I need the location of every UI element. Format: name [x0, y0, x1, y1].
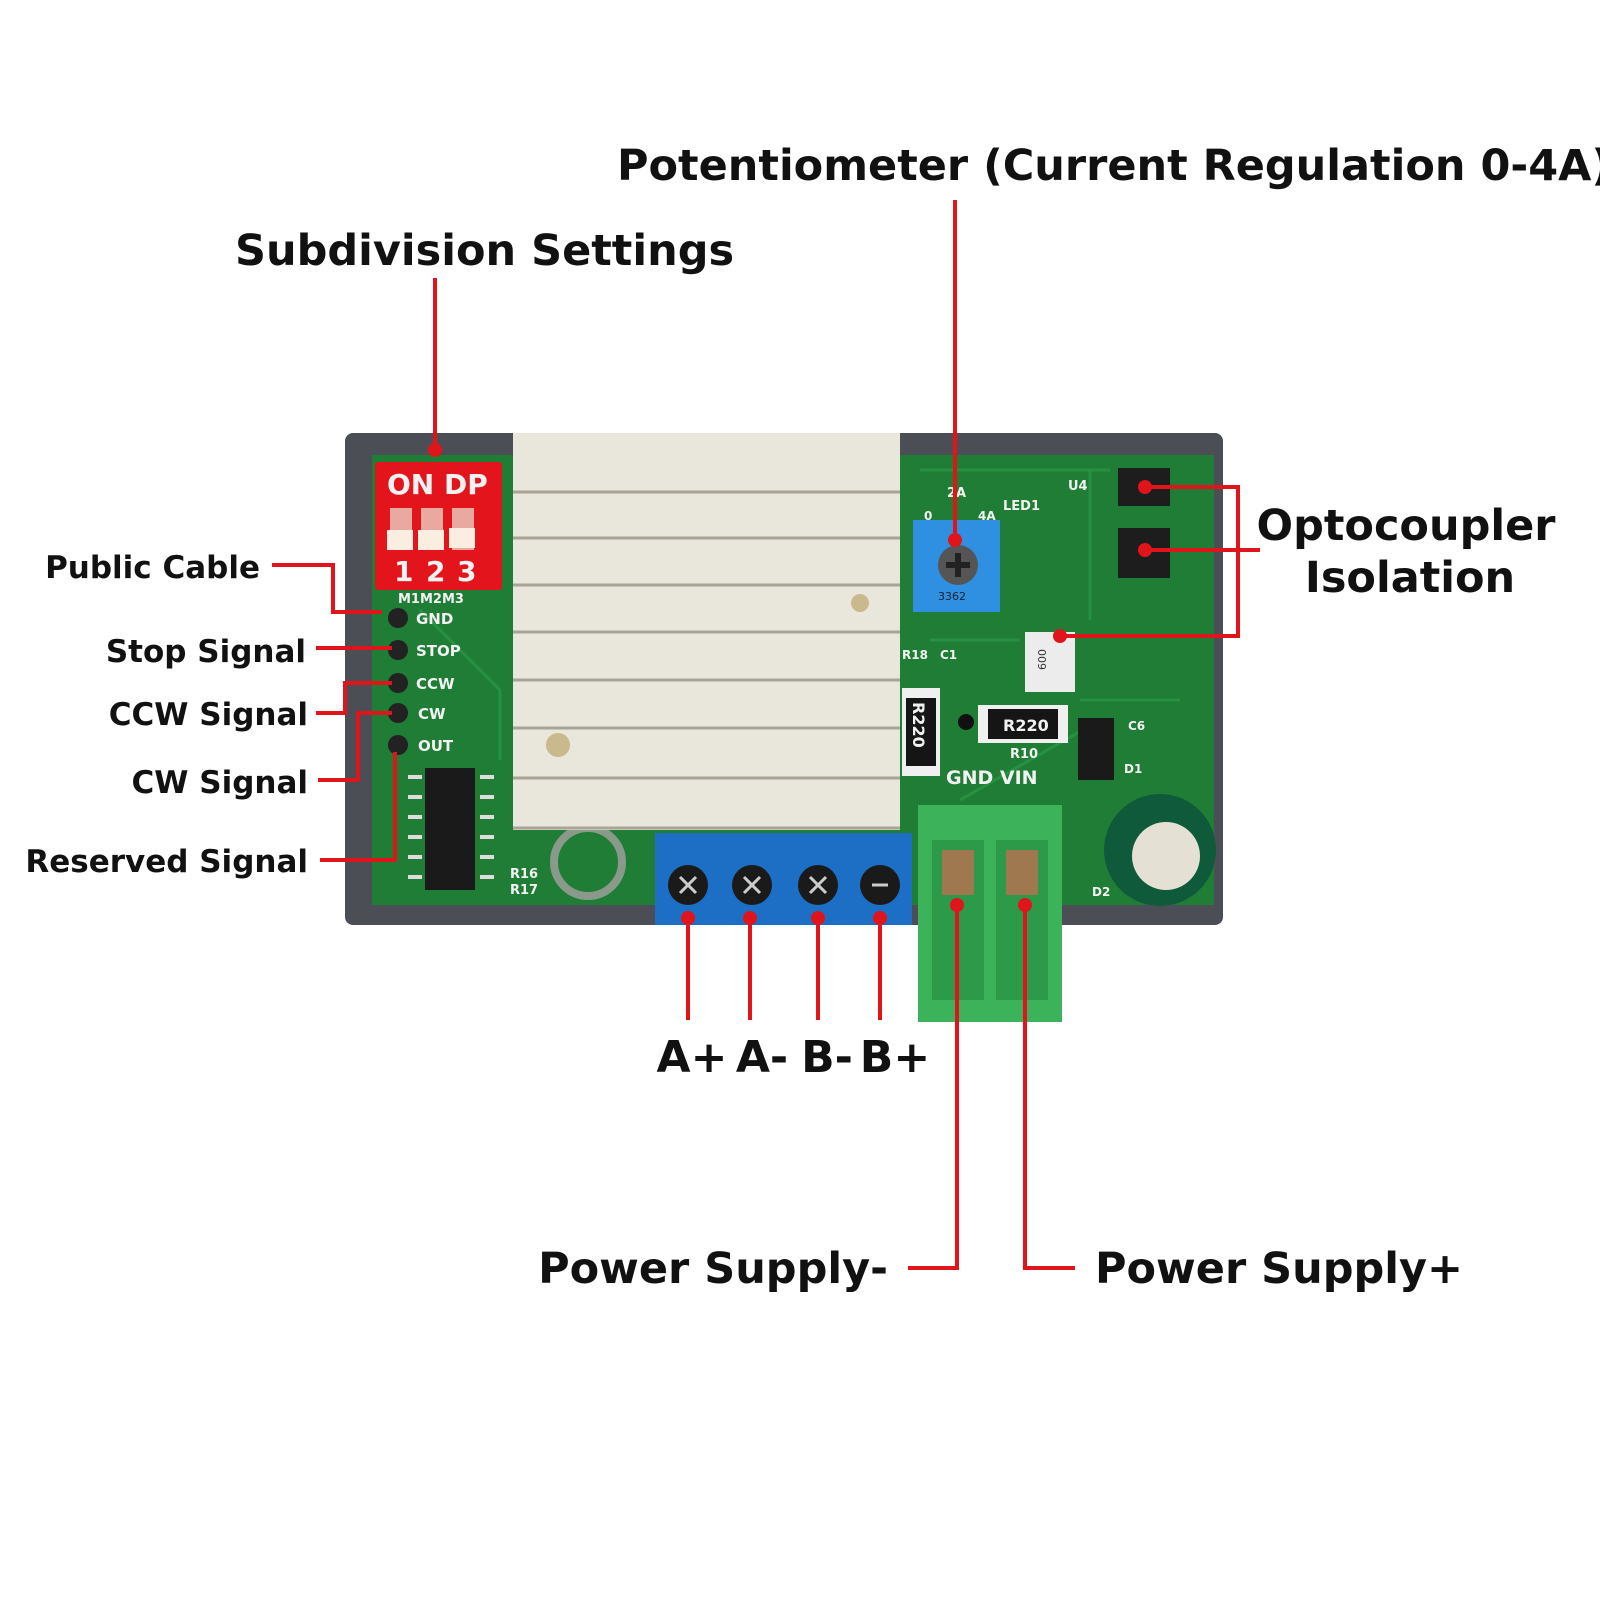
dip-switch[interactable]: ON DP 1 2 3 — [375, 462, 502, 590]
label-reserved-signal: Reserved Signal — [25, 844, 308, 880]
pin-stop: STOP — [416, 642, 461, 660]
silk-u4: U4 — [1068, 479, 1088, 494]
silk-d2: D2 — [1092, 885, 1110, 899]
dip-number-1: 1 — [394, 555, 413, 588]
label-b-minus: B- — [801, 1032, 853, 1083]
pin-ccw: CCW — [416, 675, 455, 693]
label-potentiometer: Potentiometer (Current Regulation 0-4A) — [617, 141, 1600, 191]
silk-r18: R18 — [902, 648, 928, 662]
label-a-plus: A+ — [657, 1032, 728, 1083]
dip-mode-label: M1M2M3 — [398, 592, 464, 607]
callout-lines — [272, 200, 1260, 1270]
pin-out: OUT — [418, 737, 454, 755]
silk-u5: R16 — [510, 867, 538, 882]
label-optocoupler: Optocoupler — [1257, 501, 1557, 551]
power-silk: GND VIN — [946, 767, 1038, 789]
label-b-plus: B+ — [860, 1032, 930, 1083]
driver-chip — [425, 768, 475, 890]
label-subdivision-settings: Subdivision Settings — [235, 226, 734, 276]
heatsink — [513, 433, 900, 830]
capacitor — [1104, 794, 1216, 906]
label-power-supply-plus: Power Supply+ — [1095, 1244, 1463, 1294]
silk-r16: R17 — [510, 883, 538, 898]
dip-header: ON DP — [387, 468, 488, 501]
pot-min: 0 — [924, 509, 932, 523]
svg-text:R220: R220 — [909, 702, 928, 748]
silk-c6: C6 — [1128, 719, 1145, 733]
silk-c1: C1 — [940, 648, 957, 662]
chip-pins — [408, 775, 494, 879]
label-isolation: Isolation — [1305, 553, 1515, 603]
svg-text:600: 600 — [1036, 649, 1049, 670]
label-power-supply-minus: Power Supply- — [538, 1244, 888, 1294]
label-a-minus: A- — [736, 1032, 788, 1083]
optocoupler-3: 600 — [1025, 632, 1075, 692]
resistor-vertical: R220 — [902, 688, 940, 776]
resistor-horizontal: R220 — [978, 705, 1068, 743]
silk-d1: D1 — [1124, 762, 1142, 776]
dip-number-3: 3 — [457, 555, 476, 588]
label-cw-signal: CW Signal — [132, 765, 309, 801]
diode — [1078, 718, 1114, 780]
label-public-cable: Public Cable — [45, 550, 260, 586]
pot-max: 4A — [978, 509, 996, 523]
silk-led1: LED1 — [1003, 499, 1040, 514]
label-stop-signal: Stop Signal — [106, 634, 306, 670]
pcb-traces — [418, 468, 1180, 802]
pot-code: 3362 — [938, 590, 966, 603]
mount-hole — [958, 714, 974, 730]
label-ccw-signal: CCW Signal — [109, 697, 308, 733]
power-terminal-block[interactable] — [918, 805, 1062, 1022]
svg-text:R220: R220 — [1003, 716, 1049, 735]
resistor-ref: R10 — [1010, 747, 1038, 762]
pin-gnd: GND — [416, 610, 453, 628]
motor-terminal-block[interactable] — [655, 833, 912, 925]
dip-number-2: 2 — [426, 555, 445, 588]
signal-pin-block: GND STOP CCW CW OUT — [388, 608, 461, 755]
pin-cw: CW — [418, 705, 446, 723]
